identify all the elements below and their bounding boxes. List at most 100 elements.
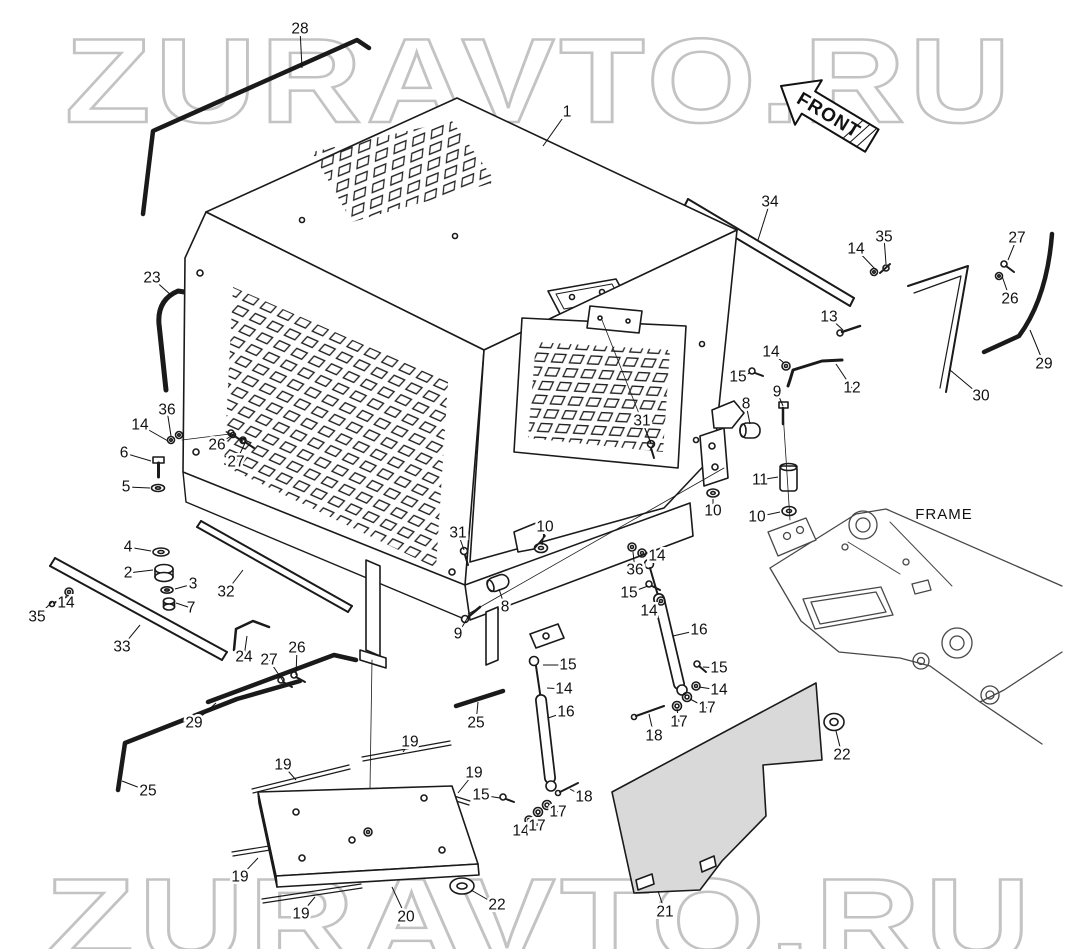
callout-36: 36 — [158, 402, 175, 419]
callout-29: 29 — [185, 715, 202, 732]
callout-34: 34 — [761, 194, 779, 211]
hinge-plate — [699, 427, 729, 487]
leader-line — [883, 236, 887, 265]
callout-20: 20 — [397, 909, 415, 926]
callout-3: 3 — [189, 576, 198, 593]
callout-36: 36 — [626, 562, 643, 579]
front-grille-mesh — [224, 287, 448, 568]
callout-11: 11 — [752, 472, 768, 489]
callout-15: 15 — [710, 660, 727, 677]
callout-layer: 2813435142726132930141512239831361426276… — [26, 18, 1055, 928]
leader-line — [127, 569, 154, 574]
leader-line — [193, 702, 217, 724]
leader-line — [648, 601, 661, 612]
callout-17: 17 — [670, 714, 687, 731]
callout-31: 31 — [633, 413, 650, 430]
leader-line — [299, 28, 303, 69]
roof-perforation-mesh — [312, 121, 496, 222]
gas-strut-center — [528, 655, 557, 792]
frame-label: FRAME — [915, 506, 973, 523]
rod-25-short — [453, 688, 506, 709]
callout-4: 4 — [124, 539, 133, 556]
leader-line — [835, 730, 843, 756]
leader-line — [1001, 275, 1011, 300]
support-rod-28 — [140, 37, 372, 217]
leader-line — [121, 780, 149, 792]
leader-line — [475, 701, 479, 724]
callout-17: 17 — [698, 700, 715, 717]
rod-29-lower-left — [205, 652, 359, 705]
leader-line — [391, 886, 407, 918]
callout-19: 19 — [231, 869, 248, 886]
leader-line — [175, 602, 192, 609]
leader-line — [698, 686, 720, 691]
leader-line — [216, 435, 232, 446]
callout-14: 14 — [847, 241, 865, 258]
callout-29: 29 — [1035, 356, 1052, 373]
handle-rod-23 — [156, 288, 213, 393]
leader-line — [689, 698, 708, 709]
callout-5: 5 — [122, 479, 131, 496]
callout-31: 31 — [449, 525, 466, 542]
leader-line — [770, 351, 785, 364]
callout-15: 15 — [472, 787, 489, 804]
leader-line — [127, 546, 152, 552]
watermark-bottom: ZURAVTO.RU — [45, 854, 1035, 949]
leader-line — [757, 201, 771, 241]
bracket-30 — [907, 265, 969, 393]
leader-line — [239, 857, 259, 878]
callout-21: 21 — [656, 904, 673, 921]
leader-line — [243, 635, 248, 658]
callout-9: 9 — [454, 626, 463, 643]
leader-line — [541, 526, 546, 546]
leader-line — [648, 713, 655, 737]
leader-line — [480, 794, 501, 799]
leader-line — [282, 764, 297, 781]
cab-body — [181, 97, 745, 789]
leader-line — [542, 111, 568, 147]
leader-line — [225, 569, 244, 593]
hardware-mid-washers — [627, 542, 666, 606]
callout-35: 35 — [28, 609, 45, 626]
callout-7: 7 — [187, 600, 196, 617]
leader-line — [166, 409, 172, 437]
leader-line — [759, 476, 779, 481]
leader-line — [470, 889, 498, 906]
leader-line — [1029, 329, 1045, 365]
callout-19: 19 — [401, 734, 418, 751]
leader-line — [300, 896, 316, 915]
leader-line — [268, 659, 284, 682]
leader-line — [641, 420, 652, 444]
leader-line — [628, 585, 649, 594]
callout-15: 15 — [620, 585, 637, 602]
callout-27: 27 — [260, 652, 277, 669]
callout-12: 12 — [843, 380, 860, 397]
callout-25: 25 — [139, 783, 156, 800]
callout-18: 18 — [645, 728, 662, 745]
leader-line — [536, 813, 539, 827]
leader-line — [174, 583, 194, 590]
callout-14: 14 — [512, 823, 530, 840]
leader-line — [949, 369, 982, 397]
callout-19: 19 — [292, 906, 309, 923]
callout-14: 14 — [555, 681, 573, 698]
callout-33: 33 — [113, 639, 130, 656]
rod-29-top-right — [981, 231, 1055, 355]
strip-32 — [196, 520, 353, 613]
leader-line — [645, 551, 658, 557]
callout-19: 19 — [274, 757, 291, 774]
callout-22: 22 — [488, 897, 505, 914]
door-latch-cutout — [586, 305, 643, 334]
callout-8: 8 — [742, 396, 751, 413]
grommet-22 — [823, 712, 845, 732]
callout-15: 15 — [559, 657, 576, 674]
leader-line — [457, 616, 469, 635]
leader-line — [548, 806, 559, 813]
foot-grommet-22 — [449, 877, 475, 895]
leader-line — [835, 363, 853, 389]
leader-line — [121, 624, 141, 648]
fender-panel — [611, 682, 845, 894]
callout-17: 17 — [528, 818, 545, 835]
